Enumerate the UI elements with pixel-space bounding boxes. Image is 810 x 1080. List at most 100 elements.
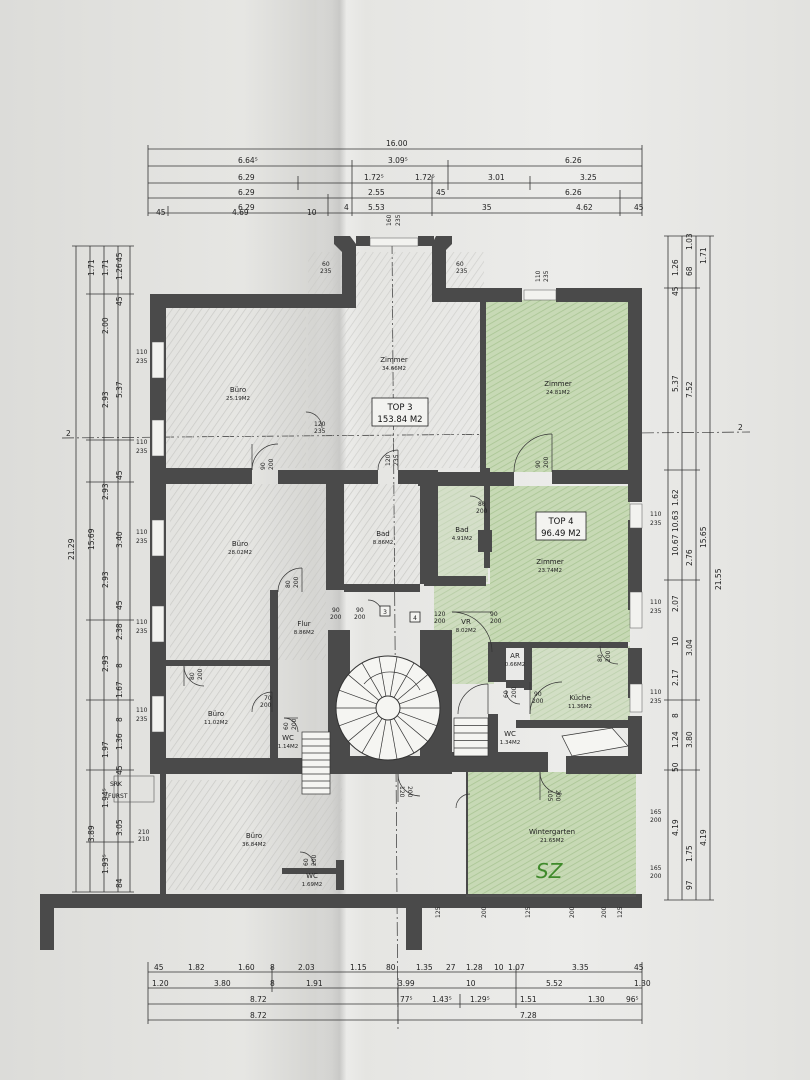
dim-left-mid: 15.69: [87, 528, 96, 550]
stair-step-line: [396, 715, 429, 742]
door-210-b: 210: [138, 836, 150, 843]
room-kueche-name: Küche: [569, 694, 590, 702]
dim-top-3d: 6.26: [565, 188, 582, 197]
opening-235-r1: 235: [650, 520, 662, 527]
unit-top3: TOP 3 153.84 M2: [371, 397, 429, 427]
handwritten-note: SZ: [536, 859, 564, 883]
win-200-a: 200: [481, 906, 488, 918]
win-200-b: 200: [569, 906, 576, 918]
door-120-vr: 120: [434, 611, 446, 618]
dim-bot-3b: 77⁵: [400, 995, 413, 1004]
dim-right-a2: 2.76: [685, 549, 694, 566]
dim-right-b16: 4.19: [671, 819, 680, 836]
door-60-wc1: 60: [283, 722, 290, 730]
dim-left-a9: 1.93⁵: [101, 854, 110, 874]
dim-bot-1g: 80: [386, 963, 396, 972]
stair-step-line: [389, 719, 398, 760]
stair-step-line: [361, 718, 383, 754]
door-200-vr: 200: [434, 618, 446, 625]
door-200-buero3: 200: [197, 668, 204, 680]
dim-left-a0: 1.71: [87, 259, 96, 276]
overall-width-label: 16.00: [386, 139, 408, 148]
room-wc3-name: WC: [306, 872, 318, 880]
door-200-bad2: 200: [476, 508, 488, 515]
stair-step-line: [347, 715, 380, 742]
win-200-c: 200: [601, 906, 608, 918]
dim-left-a5: 1.67: [115, 681, 124, 698]
left-dimension-chains: 21.29 15.69 1.71 5.37 2.93 3.40 2.38 1.6…: [67, 245, 134, 893]
dim-bot-2h: 1.30: [634, 979, 651, 988]
dim-bot-4a: 8.72: [250, 1011, 267, 1020]
win-125-b: 125: [525, 906, 532, 918]
dim-left-a3: 3.40: [115, 531, 124, 548]
dim-top-1b: 3.09⁵: [388, 156, 408, 165]
unit-top4: TOP 4 96.49 M2: [535, 511, 587, 541]
opening-110-r3: 110: [650, 689, 662, 696]
dim-bot-1l: 1.07: [508, 963, 525, 972]
room-bad1-area: 8.86M2: [373, 540, 394, 546]
door-200-wc1: 200: [291, 718, 298, 730]
unit-top3-label: TOP 3: [386, 403, 412, 413]
room-buero3-name: Büro: [208, 710, 224, 718]
dim-right-b5: 1.62: [671, 489, 680, 506]
door-200-e: 200: [490, 618, 502, 625]
dim-bot-2c: 8: [270, 979, 275, 988]
unit-top4-area: 96.49 M2: [541, 529, 581, 539]
dim-right-a5: 4.19: [699, 829, 708, 846]
door-200-stair: 200: [406, 786, 413, 798]
srk-block: SRK FURST: [108, 775, 155, 803]
door-80-flur: 80: [285, 580, 292, 588]
section-marker-left: 2: [66, 429, 71, 438]
room-buero4-area: 36.84M2: [242, 842, 266, 848]
stair-number-4: 4: [413, 615, 417, 622]
stair-step-line: [396, 674, 429, 701]
dim-right-b8: 2.07: [671, 595, 680, 612]
section-marker-right: 2: [738, 423, 743, 432]
dim-left-c2: 45: [115, 296, 124, 306]
room-zimmer2-area: 24.81M2: [546, 390, 570, 396]
room-wintergarten-name: Wintergarten: [529, 828, 575, 836]
dim-bot-1m: 3.35: [572, 963, 589, 972]
dim-right-b7: 10.63: [671, 510, 680, 532]
stair-step-line: [389, 656, 398, 697]
room-zimmer3-area: 23.74M2: [538, 568, 562, 574]
dim-left-outer: 21.29: [67, 538, 76, 560]
dim-bot-3a: 8.72: [250, 995, 267, 1004]
room-wc1-name: WC: [282, 734, 294, 742]
dim-left-c6: 45: [115, 600, 124, 610]
dim-top-2a: 6.29: [238, 173, 255, 182]
door-165-b: 165: [650, 865, 662, 872]
dim-top-2c: 1.72⁵: [415, 173, 435, 182]
room-zimmer1-area: 34.66M2: [382, 366, 406, 372]
door-120-stair: 120: [398, 786, 405, 798]
opening-235-l2: 235: [136, 448, 148, 455]
dim-right-b1: 45: [671, 286, 680, 296]
door-80-kueche: 80: [597, 654, 604, 662]
dim-bot-1j: 1.28: [466, 963, 483, 972]
room-wc1-area: 1.14M2: [278, 744, 299, 750]
room-wc2-area: 1.34M2: [500, 740, 521, 746]
room-zimmer2-name: Zimmer: [544, 380, 572, 388]
straight-stairs: [301, 717, 629, 795]
room-ar-area: 0.66M2: [505, 662, 526, 668]
stair-step-line: [393, 718, 415, 754]
dim-top-5b: 4.69: [232, 208, 249, 217]
door-90-c: 90: [332, 607, 340, 614]
room-fills: [166, 252, 636, 898]
room-vr-name: VR: [461, 618, 471, 626]
dim-left-b5: 1.36: [115, 733, 124, 750]
room-buero1-area: 25.19M2: [226, 396, 250, 402]
opening-235-l3: 235: [136, 538, 148, 545]
dim-bot-4b: 7.28: [520, 1011, 537, 1020]
opening-110-r1: 110: [650, 511, 662, 518]
dim-bot-1a: 45: [154, 963, 164, 972]
stair-step-line: [339, 711, 377, 727]
door-200-wc3: 200: [311, 854, 318, 866]
opening-110-l2: 110: [136, 439, 148, 446]
room-wc3-area: 1.69M2: [302, 882, 323, 888]
opening-235-top3: 235: [314, 428, 326, 435]
dim-right-b12: 8: [671, 713, 680, 718]
srk-label: SRK: [110, 781, 123, 788]
opening-110-r2: 110: [650, 599, 662, 606]
